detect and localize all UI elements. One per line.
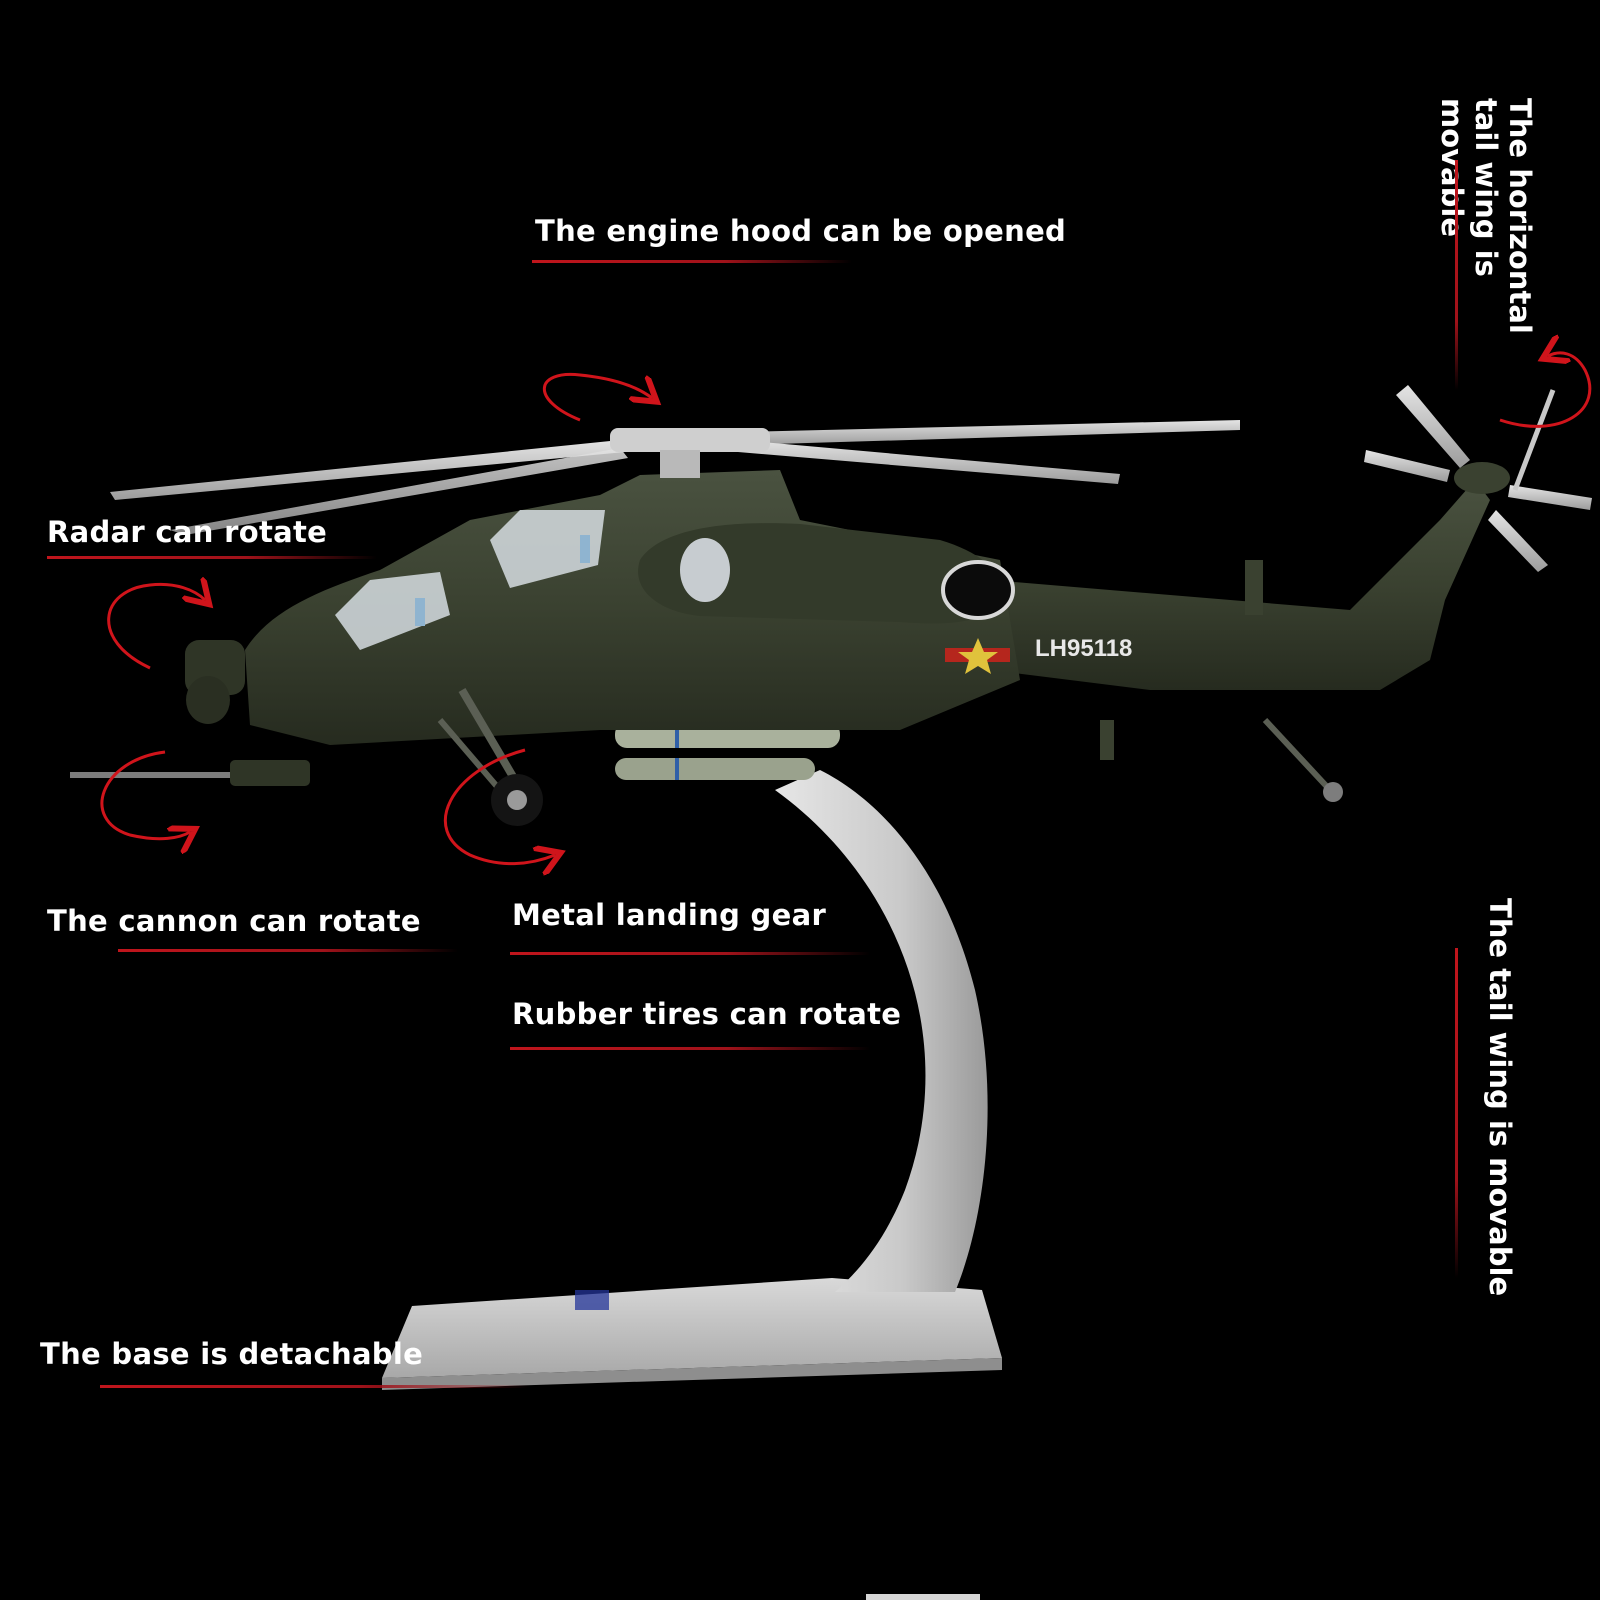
label-horizontal-tail: The horizontal tail wing is movable [1435,98,1537,334]
rotation-arrows [100,353,1592,864]
label-landing-gear: Metal landing gear [512,898,827,932]
nose-sensor [185,640,245,724]
radar-rotation-arrow [107,584,205,670]
underline-tires [510,1047,870,1050]
label-tail-wing: The tail wing is movable [1483,898,1517,1297]
cannon-rotation-arrow [100,750,190,839]
underline-radar [47,556,377,559]
line-horizontal-tail [1455,160,1458,390]
tail-rotor [1364,385,1592,572]
rear-canopy [490,510,605,588]
label-tires: Rubber tires can rotate [512,997,902,1031]
label-cannon: The cannon can rotate [47,904,421,938]
cannon [70,760,310,786]
gear-rotation-arrow [443,748,555,864]
label-base: The base is detachable [40,1337,424,1371]
tail-number: LH95118 [1035,635,1133,662]
engine-nacelle [638,523,1000,624]
underline-base [100,1385,530,1388]
landing-gear-tail [1262,717,1343,802]
underline-landing-gear [510,952,870,955]
underline-engine-hood [532,260,852,263]
rotor-rotation-arrow [542,372,652,422]
front-canopy [335,572,450,650]
label-radar: Radar can rotate [47,515,328,549]
landing-gear-front [437,687,543,826]
line-tail-wing [1455,948,1458,1278]
underline-cannon [118,949,458,952]
stand-base [382,1278,1002,1390]
tail-rotation-arrow [1499,353,1592,428]
stand-arm [775,770,988,1292]
main-rotor [110,420,1240,535]
label-engine-hood: The engine hood can be opened [535,214,1067,248]
tail-boom [990,480,1490,690]
bottom-edge-bar [866,1594,980,1600]
